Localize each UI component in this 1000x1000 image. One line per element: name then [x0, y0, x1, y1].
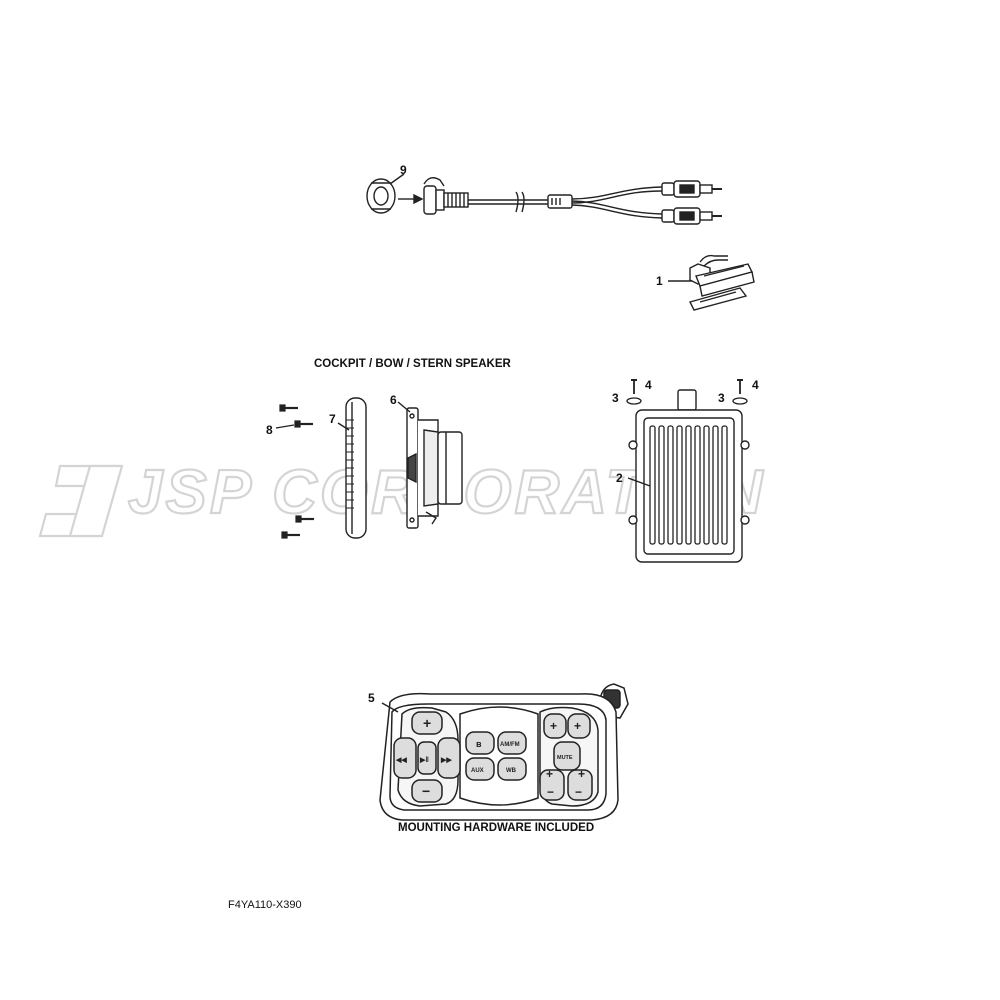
callout-5: 5 — [368, 691, 375, 705]
mute-label: MUTE — [557, 755, 573, 761]
zone-up-right-button[interactable] — [567, 713, 591, 739]
rca-plug-lower — [661, 207, 722, 225]
volume-up-button[interactable] — [411, 711, 443, 735]
mute-button[interactable] — [553, 741, 581, 771]
zone-down-right-button[interactable] — [567, 769, 593, 801]
callout-6: 6 — [390, 393, 397, 407]
aux-label: AUX — [471, 768, 484, 774]
wire-harness-clip — [668, 254, 755, 311]
screw-icon — [294, 420, 313, 428]
minus-icon: − — [422, 783, 430, 799]
screw-icon — [281, 531, 300, 539]
aux-input-cable — [366, 173, 722, 225]
rca-plug-upper — [661, 180, 722, 198]
aux-button[interactable] — [465, 757, 495, 781]
zone-plus-icon: + — [574, 719, 581, 733]
am-fm-label: AM/FM — [500, 742, 520, 748]
callout-9: 9 — [400, 163, 407, 177]
washer-right — [732, 397, 748, 405]
callout-3-left: 3 — [612, 391, 619, 405]
next-track-button[interactable] — [437, 737, 461, 779]
amp-washers-screws — [626, 379, 748, 405]
callout-2: 2 — [616, 471, 623, 485]
bluetooth-icon: ʙ — [476, 739, 482, 749]
callout-4-left: 4 — [645, 378, 652, 392]
speaker-driver — [397, 401, 463, 529]
zone-up-left-button[interactable] — [543, 713, 567, 739]
plus-icon: + — [423, 715, 431, 731]
zone-minus-icon: − — [547, 785, 554, 799]
fast-forward-icon: ▶▶ — [440, 757, 452, 764]
callout-3-right: 3 — [718, 391, 725, 405]
wb-label: WB — [506, 768, 517, 774]
callout-1: 1 — [656, 274, 663, 288]
speaker-grille — [337, 397, 367, 539]
zone-plus-icon: + — [546, 767, 553, 781]
zone-plus-minus-icons: + + + + − − — [546, 719, 585, 799]
play-pause-icon: ▶ǁ — [419, 757, 429, 764]
aux-jack — [423, 177, 469, 215]
watermark-slash-icon — [38, 464, 124, 538]
screw-left — [631, 379, 637, 394]
previous-track-button[interactable] — [393, 737, 417, 779]
speaker-caption: COCKPIT / BOW / STERN SPEAKER — [314, 358, 511, 370]
remote-button-labels: + ◀◀ ▶ǁ ▶▶ − ʙ AM/FM AUX WB MUTE — [395, 715, 573, 799]
mounting-caption: MOUNTING HARDWARE INCLUDED — [398, 822, 594, 834]
amplifier — [627, 389, 750, 563]
callout-7: 7 — [329, 412, 336, 426]
callout-8: 8 — [266, 423, 273, 437]
callout-4-right: 4 — [752, 378, 759, 392]
panel-nut — [366, 178, 396, 214]
screw-right — [737, 379, 743, 394]
volume-down-button[interactable] — [411, 779, 443, 803]
zone-minus-icon: − — [575, 785, 582, 799]
wb-button[interactable] — [497, 757, 527, 781]
speaker-screws — [275, 404, 314, 539]
drawing-code: F4YA110-X390 — [228, 899, 302, 911]
zone-plus-icon: + — [578, 767, 585, 781]
zone-down-left-button[interactable] — [539, 769, 565, 801]
screw-icon — [295, 515, 314, 523]
am-fm-button[interactable] — [497, 731, 527, 755]
washer-left — [626, 397, 642, 405]
zone-plus-icon: + — [550, 719, 557, 733]
rewind-icon: ◀◀ — [395, 757, 407, 764]
play-pause-button[interactable] — [417, 741, 437, 775]
screw-icon — [279, 404, 298, 412]
remote-control-unit — [379, 683, 629, 821]
bluetooth-button[interactable] — [465, 731, 495, 755]
